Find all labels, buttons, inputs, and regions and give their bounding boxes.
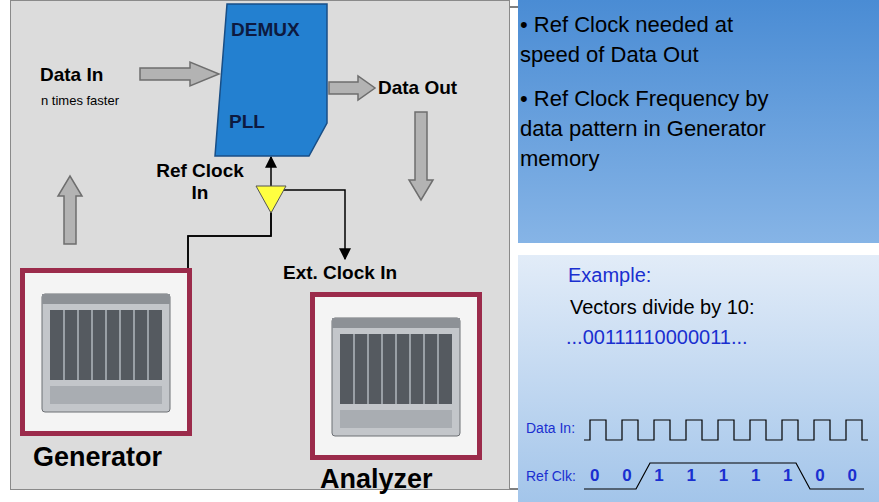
signal-name: Ref Clk: — [526, 468, 576, 484]
bracket-line — [510, 7, 518, 489]
block-label: DEMUX — [231, 19, 300, 41]
signal-label: Ref Clock In — [150, 160, 250, 204]
notes-box-fill — [518, 0, 879, 243]
module-bay — [340, 334, 452, 404]
data-waveform — [584, 420, 868, 440]
demux-pll-block: DEMUX PLL — [213, 3, 328, 157]
chassis-base — [340, 410, 452, 428]
generator-instrument: Generator — [20, 268, 192, 472]
instrument-name: Generator — [33, 442, 162, 472]
data-flow-arrow — [140, 62, 219, 86]
data-flow-arrow — [329, 76, 375, 100]
setup-panel — [11, 1, 510, 490]
chassis-top — [332, 318, 460, 328]
buffer-symbol — [256, 186, 286, 213]
clock-waveform — [584, 463, 864, 489]
chassis-top — [42, 294, 170, 304]
generator-photo — [23, 271, 190, 434]
module-bay — [50, 310, 162, 380]
clock-bits: 0 0 1 1 1 1 1 0 0 — [590, 466, 857, 486]
block-label: PLL — [229, 111, 265, 133]
signal-label: Data In — [40, 64, 103, 86]
bullet-note: • Ref Clock needed at speed of Data Out — [520, 10, 785, 70]
signal-label: Data Out — [378, 77, 457, 99]
module-slots — [64, 310, 148, 380]
photo-frame — [23, 271, 190, 434]
block-shape — [215, 4, 327, 156]
example-box-fill — [518, 255, 879, 502]
instrument-name: Analyzer — [320, 464, 433, 494]
photo-frame — [313, 295, 480, 458]
example-heading: Example: — [568, 263, 651, 287]
note-text: n times faster — [41, 93, 119, 109]
example-text: Vectors divide by 10: — [570, 295, 755, 319]
instrument-chassis — [332, 318, 460, 436]
notes-box: • Ref Clock needed at speed of Data Out •… — [518, 0, 879, 243]
chassis-base — [50, 386, 162, 404]
analyzer-instrument: Analyzer — [310, 292, 482, 494]
instrument-chassis — [42, 294, 170, 412]
bullet-note: • Ref Clock Frequency by data pattern in… — [520, 84, 785, 174]
module-slots — [354, 334, 438, 404]
analyzer-photo — [313, 295, 480, 458]
signal-name: Data In: — [526, 420, 575, 436]
bit-pattern: ...00111110000011... — [566, 325, 748, 349]
data-flow-arrow — [409, 112, 433, 200]
signal-label: Ext. Clock In — [283, 262, 397, 284]
example-box: Example: Vectors divide by 10: ...00111110… — [518, 255, 879, 502]
data-flow-arrow — [58, 176, 82, 244]
